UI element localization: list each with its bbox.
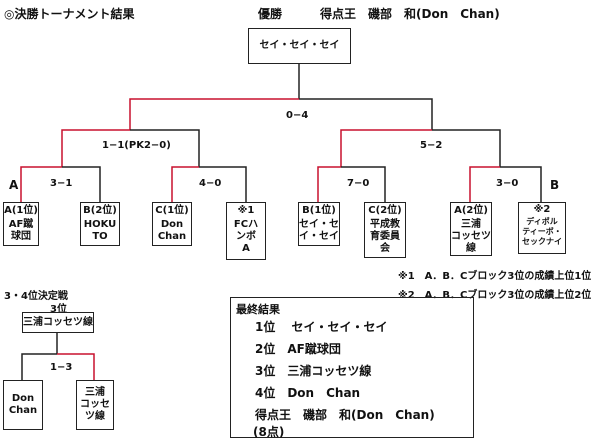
- final-right-branch: [299, 98, 433, 130]
- result-line-goals: (8点): [253, 425, 285, 439]
- team-box-wildcard1: ※1 FCハ ンボ A: [226, 202, 266, 260]
- third-right: [57, 353, 95, 380]
- third-place-team-left: Don Chan: [3, 380, 43, 430]
- team-name: AF蹴 球団: [8, 219, 34, 242]
- team-name: HOKU TO: [83, 219, 117, 242]
- team-rank: B(2位): [83, 205, 117, 216]
- qf2-right: [199, 166, 247, 202]
- semi-right-bar-left: [340, 129, 432, 167]
- team-box-wildcard2: ※2 ディポル ティーボ・ セックナイ: [518, 202, 566, 254]
- team-name: 三浦 コッセ ツ線: [80, 387, 110, 422]
- team-name: Don Chan: [157, 219, 187, 242]
- qf3-right: [341, 166, 386, 202]
- team-box-b2: B(2位) HOKU TO: [80, 202, 120, 246]
- score-qf1: 3−1: [50, 178, 73, 189]
- final-results-panel: 最終結果 1位 セイ・セイ・セイ 2位 AF蹴球団 3位 三浦コッセツ線 4位 …: [230, 297, 474, 439]
- result-line-top-scorer: 得点王 磯部 和(Don Chan): [255, 408, 435, 422]
- team-name: FCハ ンボ A: [233, 219, 259, 254]
- qf4-right: [500, 166, 542, 202]
- qf1-left: [20, 166, 62, 202]
- final-results-title: 最終結果: [236, 303, 280, 316]
- note-wildcard-1: ※1 A．B．Cブロック3位の成績上位1位: [398, 271, 592, 282]
- qf1-right: [62, 166, 101, 202]
- score-third-place: 1−3: [50, 362, 73, 373]
- side-label-b: B: [550, 178, 560, 192]
- team-name: 平成教 育委員 会: [370, 219, 400, 254]
- team-name: 三浦 コッセツ 線: [451, 219, 491, 254]
- champion-label: 優勝: [258, 7, 283, 21]
- team-name: セイ・セ イ・セイ: [299, 219, 339, 242]
- third-place-winner: 三浦コッセツ線: [23, 316, 93, 328]
- score-semi-right: 5−2: [420, 140, 443, 151]
- result-line-4th: 4位 Don Chan: [255, 386, 361, 400]
- semi-right-bar-right: [432, 129, 501, 167]
- team-name: Don Chan: [8, 393, 38, 416]
- result-line-1st: 1位 セイ・セイ・セイ: [255, 320, 388, 334]
- third-place-title: 3・4位決定戦: [4, 291, 68, 302]
- semi-left-bar-right: [130, 129, 200, 167]
- third-left: [21, 353, 57, 380]
- semi-left-bar-left: [61, 129, 130, 167]
- page-title: ◎決勝トーナメント結果: [4, 7, 135, 21]
- team-rank: A(2位): [454, 205, 488, 216]
- team-rank: C(2位): [368, 205, 402, 216]
- team-box-a1: A(1位) AF蹴 球団: [3, 202, 39, 246]
- qf3-left: [317, 166, 341, 202]
- third-place-rank-label: 3位: [50, 304, 67, 315]
- final-left-branch: [129, 98, 299, 130]
- team-box-c2: C(2位) 平成教 育委員 会: [364, 202, 406, 258]
- team-rank: ※2: [533, 204, 551, 215]
- score-semi-left: 1−1(PK2−0): [102, 140, 171, 151]
- score-final: 0−4: [286, 110, 309, 121]
- side-label-a: A: [9, 178, 19, 192]
- team-name: ディポル ティーボ・ セックナイ: [522, 217, 562, 246]
- result-line-2nd: 2位 AF蹴球団: [255, 342, 341, 356]
- team-rank: ※1: [237, 205, 255, 216]
- top-scorer-label: 得点王 磯部 和(Don Chan): [320, 7, 500, 21]
- team-box-c1: C(1位) Don Chan: [152, 202, 192, 246]
- score-qf3: 7−0: [347, 178, 370, 189]
- qf4-left: [469, 166, 500, 202]
- qf2-left: [171, 166, 199, 202]
- team-box-a2: A(2位) 三浦 コッセツ 線: [450, 202, 492, 256]
- champion-box: セイ・セイ・セイ: [248, 28, 351, 64]
- team-rank: B(1位): [302, 205, 336, 216]
- team-box-b1: B(1位) セイ・セ イ・セイ: [298, 202, 340, 246]
- result-line-3rd: 3位 三浦コッセツ線: [255, 364, 372, 378]
- third-place-team-right: 三浦 コッセ ツ線: [76, 380, 114, 430]
- note-wildcard-2: ※2 A．B．Cブロック3位の成績上位2位: [398, 290, 592, 301]
- team-rank: C(1位): [155, 205, 189, 216]
- team-rank: A(1位): [4, 205, 38, 216]
- champion-team: セイ・セイ・セイ: [259, 40, 340, 51]
- score-qf4: 3−0: [496, 178, 519, 189]
- third-place-winner-box: 三浦コッセツ線: [22, 312, 94, 333]
- score-qf2: 4−0: [199, 178, 222, 189]
